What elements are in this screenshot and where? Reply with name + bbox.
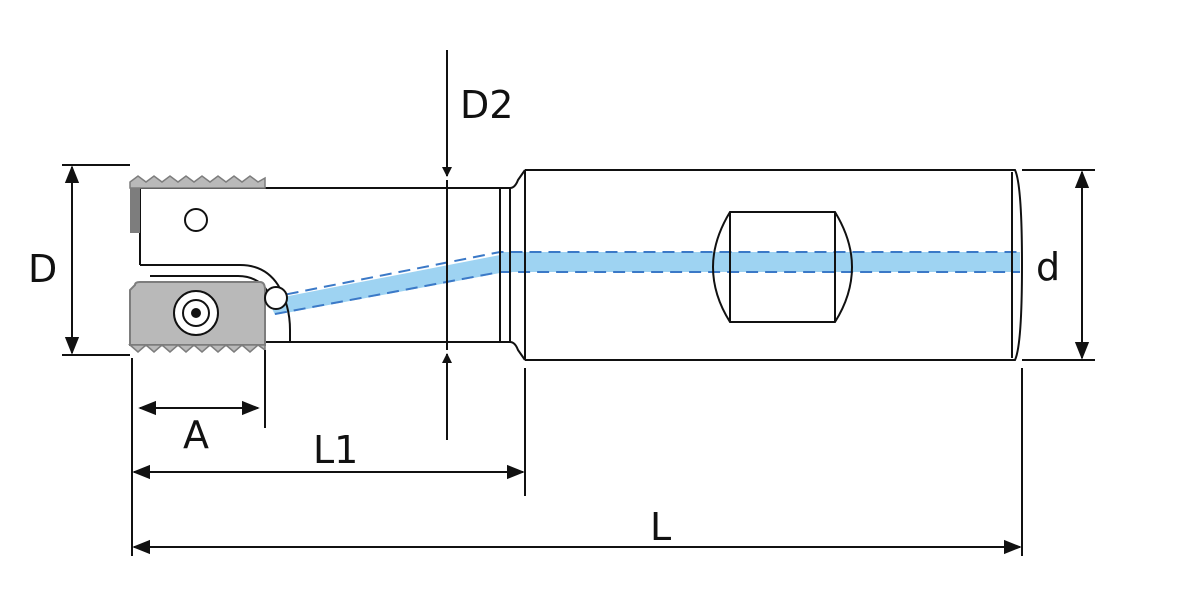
cutting-insert <box>128 281 288 353</box>
dimension-lines <box>62 50 1095 556</box>
dimension-labels: D D2 d A L1 L <box>28 83 1060 549</box>
insert-pocket-outline <box>140 264 291 343</box>
label-D: D <box>28 247 57 291</box>
label-d: d <box>1036 245 1060 289</box>
insert-screw-inner <box>182 299 210 327</box>
label-L1: L1 <box>313 428 358 472</box>
label-D2: D2 <box>460 83 513 127</box>
top-thread-teeth <box>129 175 266 233</box>
insert-screw-torx <box>191 308 201 318</box>
coolant-outlet <box>264 286 288 310</box>
coolant-channel-angled <box>268 255 500 315</box>
label-A: A <box>183 413 209 457</box>
shank-outline <box>525 169 1024 361</box>
screw-hole-icon <box>184 208 208 232</box>
coolant-channel <box>267 251 1020 315</box>
insert-bottom-teeth <box>128 344 266 353</box>
label-L: L <box>650 505 671 549</box>
coolant-channel-straight <box>500 252 1020 272</box>
